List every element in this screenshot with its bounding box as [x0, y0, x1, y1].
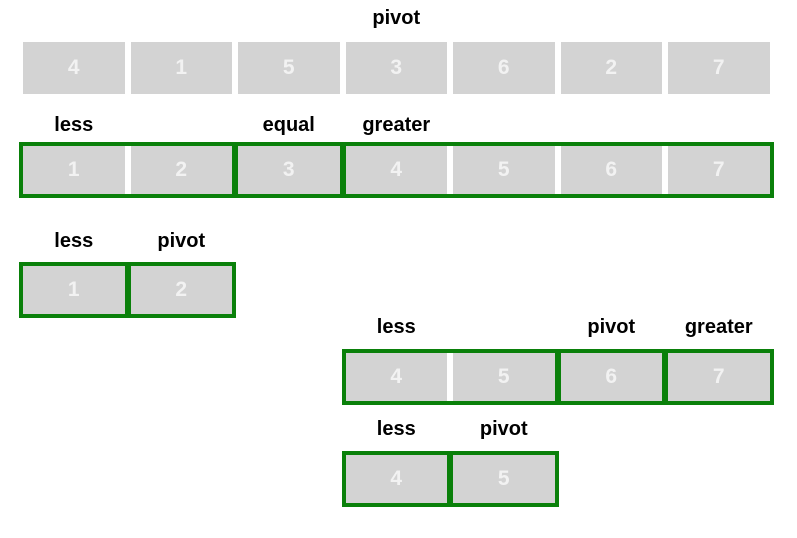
array-cell: 6	[560, 146, 662, 194]
group-pivot: 5	[449, 451, 559, 507]
array-cell: 4	[345, 146, 447, 194]
partition-label-pivot: pivot	[157, 230, 206, 252]
array-cell: 5	[453, 455, 555, 503]
partition-label-less: less	[376, 316, 416, 338]
group-equal: 3	[234, 142, 344, 198]
partition-label-less: less	[376, 418, 416, 440]
array-cell: 6	[453, 42, 555, 94]
array-cell: 1	[130, 42, 232, 94]
array-cell: 6	[560, 353, 662, 401]
partition-label-pivot: pivot	[479, 418, 528, 440]
partition-label-less: less	[54, 230, 94, 252]
array-cell: 3	[345, 42, 447, 94]
group-greater: 7	[664, 349, 774, 405]
array-cell: 7	[668, 146, 770, 194]
array-cell: 1	[23, 146, 125, 194]
array-cell: 1	[23, 266, 125, 314]
array-cell: 4	[345, 353, 447, 401]
array-cell: 2	[130, 146, 232, 194]
partition-label-equal: equal	[262, 114, 315, 136]
group-less: 1	[19, 262, 129, 318]
group-less: 4	[341, 451, 451, 507]
array-cell: 4	[345, 455, 447, 503]
array-cell: 7	[668, 42, 770, 94]
partition-label-less: less	[54, 114, 94, 136]
array-cell: 5	[238, 42, 340, 94]
array-cell: 7	[668, 353, 770, 401]
partition-label-greater: greater	[684, 316, 753, 338]
array-cell: 5	[453, 353, 555, 401]
array-cell: 3	[238, 146, 340, 194]
array-cell: 2	[130, 266, 232, 314]
partition-label-pivot: pivot	[587, 316, 636, 338]
array-cell: 5	[453, 146, 555, 194]
array-cell: 2	[560, 42, 662, 94]
group-pivot: 6	[556, 349, 666, 405]
array-cell: 4	[23, 42, 125, 94]
group-pivot: 2	[126, 262, 236, 318]
partition-label-pivot: pivot	[372, 7, 421, 29]
partition-label-greater: greater	[362, 114, 431, 136]
